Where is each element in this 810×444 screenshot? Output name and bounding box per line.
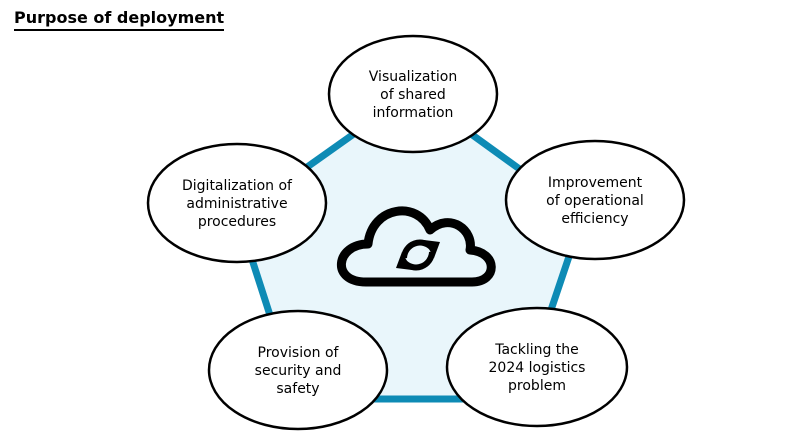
node-ellipse — [146, 142, 328, 264]
node-label-line: procedures — [198, 214, 276, 230]
node-label-line: safety — [276, 381, 319, 397]
node-security-safety: Provision of security and safety — [207, 309, 389, 431]
node-label-line: Tackling the — [494, 342, 579, 358]
node-label-line: information — [373, 105, 454, 121]
sync-arrowhead-bottom — [396, 252, 412, 270]
node-digitalization: Digitalization of administrative procedure… — [146, 142, 328, 264]
node-label-line: of shared — [380, 87, 446, 103]
node-visualization: Visualization of shared information — [327, 34, 499, 154]
node-label-line: security and — [255, 363, 342, 379]
node-ellipse — [327, 34, 499, 154]
nodes-layer: Visualization of shared informationImprove… — [146, 34, 686, 431]
sync-arrowhead-top — [424, 240, 440, 258]
node-logistics-problem: Tackling the 2024 logistics problem — [445, 306, 629, 428]
node-label-line: efficiency — [561, 211, 628, 227]
cloud-sync-icon — [336, 206, 496, 287]
node-label-line: 2024 logistics — [489, 360, 586, 376]
cloud-outline — [336, 206, 496, 287]
node-label-line: Provision of — [258, 345, 340, 361]
page-title: Purpose of deployment — [14, 8, 225, 31]
node-label-line: problem — [508, 378, 566, 394]
node-label-line: administrative — [186, 196, 287, 212]
node-label-line: Visualization — [369, 69, 457, 85]
node-ellipse — [504, 139, 686, 261]
node-label-line: Improvement — [548, 175, 643, 191]
node-label-line: of operational — [546, 193, 644, 209]
node-ellipse — [207, 309, 389, 431]
node-ellipse — [445, 306, 629, 428]
node-operational-efficiency: Improvement of operational efficiency — [504, 139, 686, 261]
node-label-line: Digitalization of — [182, 178, 293, 194]
